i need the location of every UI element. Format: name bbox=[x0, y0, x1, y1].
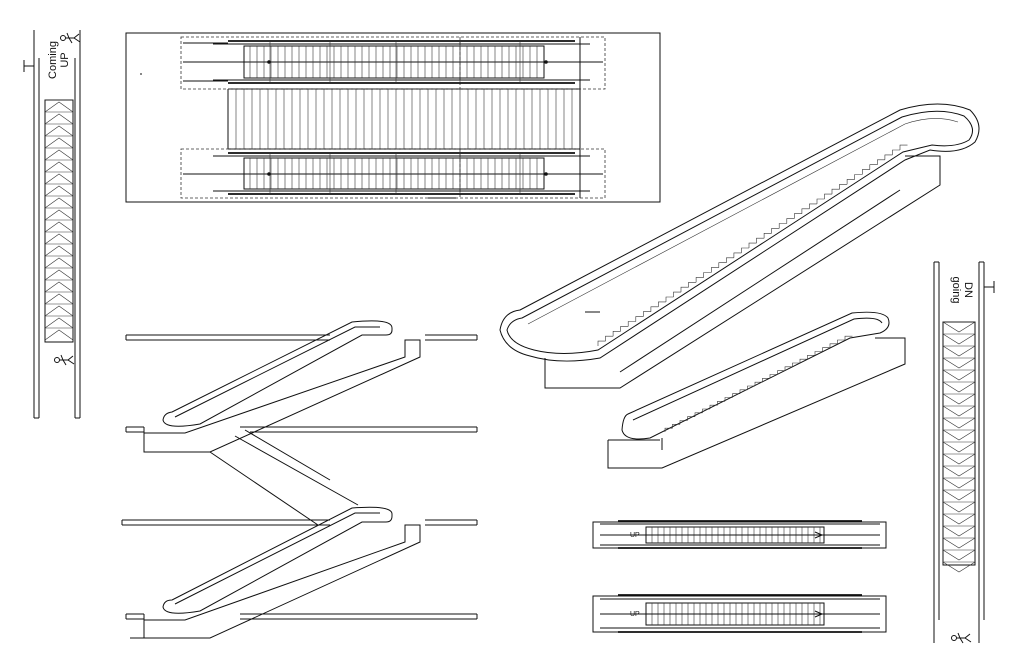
section-view-double-flight bbox=[121, 320, 478, 639]
walking-person-icon bbox=[54, 354, 75, 366]
vertical-escalator-coming-up: Coming UP bbox=[23, 30, 81, 419]
dn-label: DN bbox=[962, 282, 974, 298]
plan-view-double-escalator bbox=[125, 32, 661, 203]
plan-escalator-small-1: UP bbox=[592, 520, 887, 549]
elevation-small-escalator bbox=[607, 311, 906, 469]
going-label: going bbox=[950, 277, 962, 304]
walking-person-icon bbox=[951, 632, 972, 644]
elevation-large-escalator bbox=[499, 103, 980, 389]
up-direction-label: UP bbox=[630, 532, 640, 539]
plan-escalator-small-2: UP bbox=[592, 594, 887, 633]
plan-escalator-top bbox=[180, 36, 606, 90]
coming-label: Coming bbox=[47, 41, 59, 79]
walking-person-icon bbox=[60, 32, 81, 44]
up-direction-label: UP bbox=[630, 611, 640, 618]
plan-escalator-bottom bbox=[180, 148, 606, 199]
up-label: UP bbox=[59, 52, 71, 67]
vertical-escalator-going-down: going DN bbox=[933, 261, 995, 644]
